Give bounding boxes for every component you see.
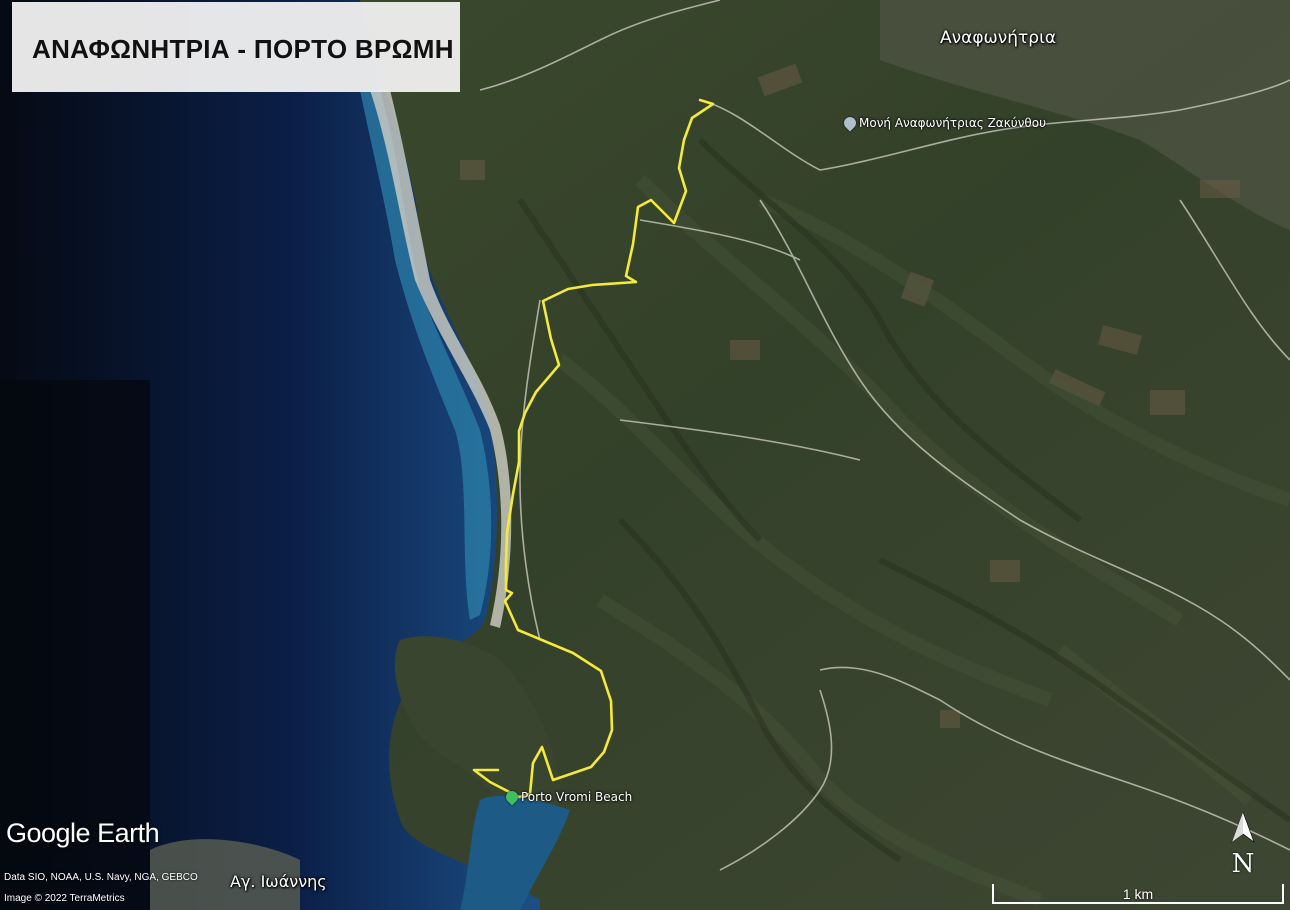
scale-bar: 1 km xyxy=(992,884,1284,904)
coastal-cliffs xyxy=(370,90,512,628)
google-earth-logo: Google Earth xyxy=(6,818,160,848)
beach-poi[interactable]: Porto Vromi Beach xyxy=(503,788,633,806)
roads xyxy=(479,0,1290,871)
monastery-pin-icon xyxy=(841,114,859,132)
image-attribution: Image © 2022 TerraMetrics xyxy=(4,893,125,904)
village-label[interactable]: Αναφωνήτρια xyxy=(940,28,1057,48)
hiking-route xyxy=(472,98,715,799)
north-arrow-icon xyxy=(1231,811,1255,843)
village-area xyxy=(880,0,1290,230)
north-letter: N xyxy=(1231,849,1255,879)
shallow-water xyxy=(360,90,492,620)
southern-headland xyxy=(394,636,560,819)
monastery-label: Μονή Αναφωνήτριας Ζακύνθου xyxy=(859,116,1047,130)
monastery-poi[interactable]: Μονή Αναφωνήτριας Ζακύνθου xyxy=(841,114,1047,132)
title-box: ΑΝΑΦΩΝΗΤΡΙΑ - ΠΟΡΤΟ ΒΡΩΜΗ xyxy=(12,2,460,92)
deep-sea-shadow xyxy=(0,380,150,910)
ag-ioannis-label[interactable]: Αγ. Ιωάννης xyxy=(230,872,327,891)
fields xyxy=(460,63,1240,728)
porto-vromi-bay xyxy=(460,795,570,910)
terrain-shadows xyxy=(517,137,1290,863)
beach-pin-icon xyxy=(503,788,521,806)
scale-label: 1 km xyxy=(1122,886,1154,902)
ag-ioannis-land xyxy=(150,839,300,910)
beach-label: Porto Vromi Beach xyxy=(521,790,633,804)
data-attribution: Data SIO, NOAA, U.S. Navy, NGA, GEBCO xyxy=(4,872,198,883)
north-arrow[interactable]: N xyxy=(1228,810,1258,878)
map-title: ΑΝΑΦΩΝΗΤΡΙΑ - ΠΟΡΤΟ ΒΡΩΜΗ xyxy=(32,34,454,64)
